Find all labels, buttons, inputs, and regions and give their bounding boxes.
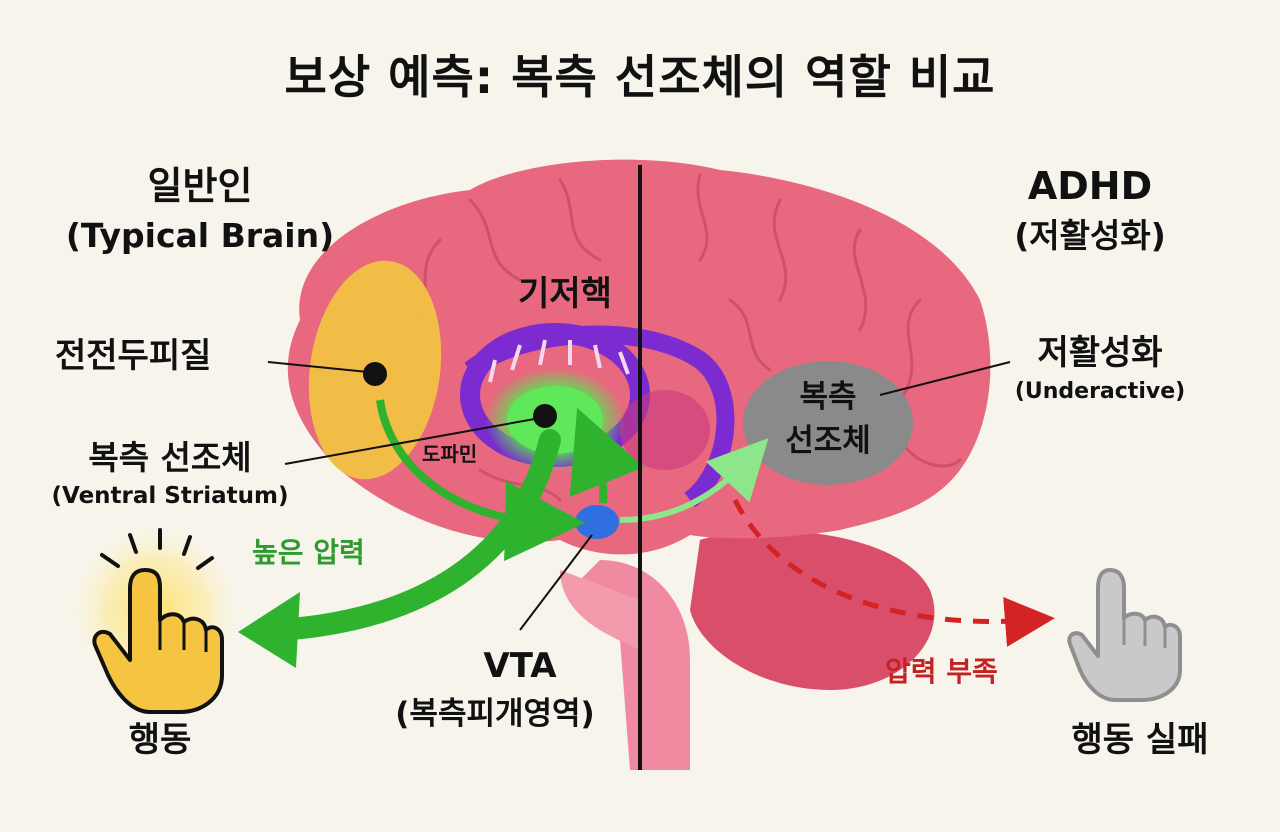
brainstem-left-shape bbox=[560, 570, 640, 650]
vs-label-en: (Ventral Striatum) bbox=[51, 483, 289, 509]
ventral-striatum-point bbox=[533, 404, 557, 428]
pointing-hand-gray-icon bbox=[1067, 568, 1182, 702]
pointing-hand-glow-icon bbox=[70, 525, 240, 714]
vs-to-action-arrow-shaft bbox=[269, 429, 561, 641]
vs-inner-line1: 복측 bbox=[799, 379, 857, 415]
low-pressure-label: 압력 부족 bbox=[885, 655, 998, 688]
pfc-leader-line bbox=[267, 361, 369, 373]
vs-leader-line bbox=[284, 417, 541, 465]
underactive-label: 저활성화 bbox=[1037, 333, 1163, 373]
vta-label: VTA bbox=[483, 646, 557, 686]
vta-leader-line bbox=[519, 534, 593, 631]
vs-inner-line2: 선조체 bbox=[785, 423, 871, 459]
ventral-striatum-inactive bbox=[743, 361, 913, 485]
dopamine-label: 도파민 bbox=[422, 442, 478, 466]
right-action-label: 행동 실패 bbox=[1071, 720, 1209, 760]
right-heading: ADHD bbox=[1027, 164, 1153, 208]
cerebellum-shape bbox=[690, 530, 935, 690]
basal-ganglia-label: 기저핵 bbox=[518, 274, 612, 314]
left-action-label: 행동 bbox=[128, 720, 192, 760]
vta-to-vs-arrow bbox=[569, 407, 644, 504]
vta-label-ko: (복측피개영역) bbox=[395, 696, 595, 732]
left-heading: 일반인 bbox=[147, 164, 253, 208]
vta-region bbox=[575, 505, 619, 539]
right-subheading: (저활성화) bbox=[1014, 216, 1166, 255]
left-subheading: (Typical Brain) bbox=[65, 216, 335, 255]
pfc-point bbox=[363, 362, 387, 386]
underactive-label-en: (Underactive) bbox=[1014, 379, 1186, 404]
vs-to-action-arrow-head bbox=[238, 592, 300, 668]
page-title: 보상 예측: 복측 선조체의 역할 비교 bbox=[284, 50, 996, 104]
pfc-label: 전전두피질 bbox=[55, 336, 212, 376]
vs-to-action-dashed-arrow bbox=[732, 498, 1055, 647]
vs-label: 복측 선조체 bbox=[88, 438, 252, 477]
underactive-leader-line bbox=[879, 361, 1011, 396]
high-pressure-label: 높은 압력 bbox=[252, 536, 365, 569]
